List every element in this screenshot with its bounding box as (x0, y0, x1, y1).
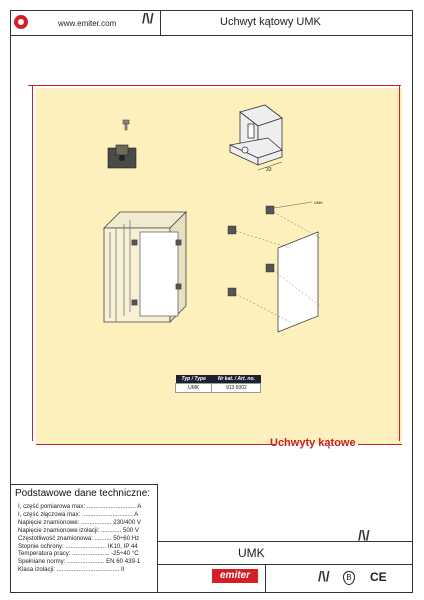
specs-list: I, część pomiarowa max: ................… (18, 503, 173, 574)
specs-panel (10, 484, 158, 593)
frame-line-bottom (36, 444, 276, 446)
table-row: UMK 913 6002 (174, 383, 262, 393)
website-url[interactable]: www.emiter.com (58, 19, 117, 28)
article-cell: 913 6002 (211, 383, 262, 393)
footer-divider (265, 565, 267, 593)
product-name: UMK (238, 546, 265, 560)
product-name-bar (158, 541, 413, 565)
frame-line-left (32, 85, 34, 441)
spec-row: Częstotliwość znamionowa: .......... 50÷… (18, 534, 140, 542)
dimension-label: 33 (266, 167, 272, 173)
callout-label: UMK (314, 200, 323, 205)
spec-row: Temperatura pracy: .....................… (18, 550, 139, 558)
b-certificate-icon: B (343, 571, 355, 585)
frame-line-right (399, 85, 401, 441)
spec-row: I, część złączowa max: .................… (18, 510, 139, 518)
bracket-small-icon (107, 144, 137, 169)
article-header: Nr kat. / Art. no. (211, 375, 261, 384)
spec-row: Klasa izolacji: ........................… (18, 566, 125, 574)
spec-row: Spełniane normy: ...................... … (18, 558, 141, 566)
zigzag-mark-icon: /\/ (142, 10, 154, 26)
cabinet-drawing (103, 211, 187, 323)
specs-title: Podstawowe dane techniczne: (15, 488, 151, 499)
header-bar (10, 10, 413, 36)
header-divider (160, 10, 162, 36)
type-header: Typ / Type (175, 375, 212, 384)
angle-bracket-drawing (228, 104, 283, 166)
emiter-logo-icon (14, 15, 28, 29)
screw-icon (122, 119, 130, 131)
spec-row: Napięcie znamionowe: .................. … (18, 518, 141, 526)
spec-row: Stopnie ochrony: .......................… (18, 542, 138, 550)
type-table: Typ / Type Nr kat. / Art. no. UMK 913 60… (174, 375, 262, 393)
zigzag-mark-icon: /\/ (358, 527, 370, 543)
drawing-caption: Uchwyty kątowe (270, 437, 356, 449)
page-title: Uchwyt kątowy UMK (220, 16, 321, 28)
brand-logo: emiter (212, 569, 258, 583)
ce-mark-icon: CE (370, 570, 387, 584)
page-frame (10, 10, 413, 593)
spec-row: Napięcie znamionowe izolacji: ..........… (18, 526, 139, 534)
frame-line-top (28, 85, 401, 87)
mounting-panel-drawing: UMK (227, 200, 323, 333)
frame-line-bottom-end (358, 444, 402, 446)
zigzag-mark-icon: /\/ (318, 568, 330, 584)
type-cell: UMK (174, 383, 213, 393)
spec-row: I, część pomiarowa max: ................… (18, 503, 142, 510)
